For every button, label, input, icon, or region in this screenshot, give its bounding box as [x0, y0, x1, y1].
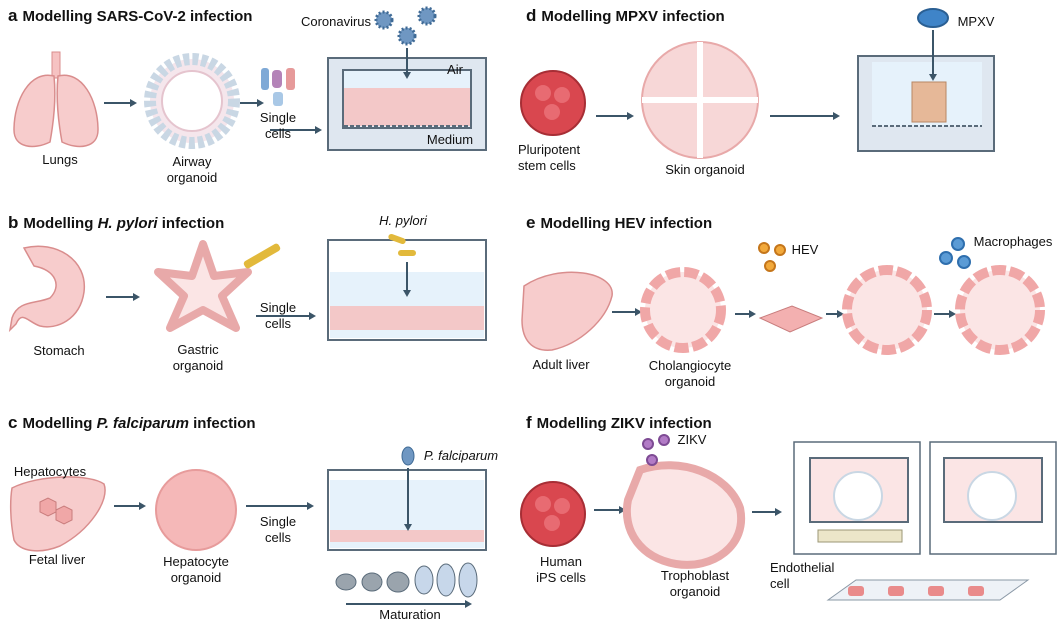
hev-label: HEV [791, 242, 819, 257]
lungs-illustration [13, 51, 99, 148]
panel-letter: b [8, 213, 19, 232]
coronavirus-label: Coronavirus [300, 14, 372, 29]
panel-letter: e [526, 213, 536, 232]
trophoblast-organoid-label: Trophoblast organoid [660, 568, 730, 599]
panel-letter: a [8, 6, 18, 25]
hepatocyte-organoid-label: Hepatocyte organoid [163, 554, 229, 585]
hepatocytes-label: Hepatocytes [13, 464, 87, 479]
air-label: Air [447, 62, 463, 77]
lungs-label: Lungs [42, 152, 78, 167]
human-ips-cells-label: Human iPS cells [536, 554, 586, 585]
stomach-label: Stomach [33, 343, 85, 358]
zikv-label: ZIKV [677, 432, 707, 447]
pluripotent-stem-cells-label: Pluripotent stem cells [518, 142, 581, 173]
cholangiocyte-organoid-label: Cholangiocyte organoid [648, 358, 732, 389]
maturation-label: Maturation [379, 607, 441, 622]
single-cells-label: Single cells [259, 300, 297, 331]
panel-letter: d [526, 6, 537, 25]
panel-letter: c [8, 413, 18, 432]
macrophages-label: Macrophages [973, 234, 1053, 249]
skin-organoid-label: Skin organoid [665, 162, 745, 177]
airway-organoid-label: Airway organoid [166, 154, 218, 185]
adult-liver-label: Adult liver [532, 357, 590, 372]
gastric-organoid-label: Gastric organoid [172, 342, 224, 373]
panel-letter: f [526, 413, 532, 432]
p-falciparum-label: P. falciparum [423, 448, 499, 463]
h-pylori-label: H. pylori [379, 213, 427, 228]
medium-label: Medium [426, 132, 474, 147]
mpxv-label: MPXV [957, 14, 995, 29]
single-cells-label: Single cells [259, 110, 297, 141]
endothelial-cell-label: Endothelial cell [770, 560, 835, 591]
single-cells-label: Single cells [259, 514, 297, 545]
fetal-liver-label: Fetal liver [28, 552, 86, 567]
